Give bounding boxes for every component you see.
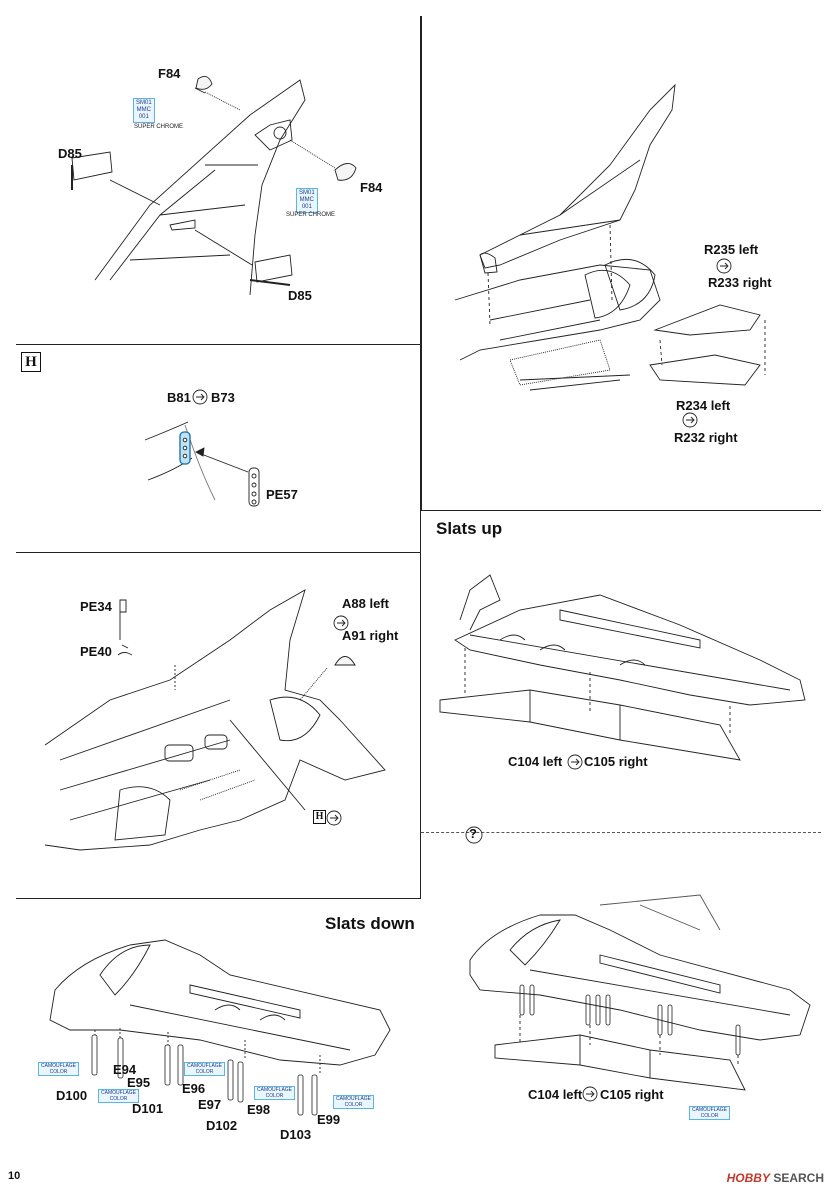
- camo-l2: COLOR: [344, 1102, 363, 1108]
- paint-num: 001: [138, 114, 149, 120]
- slats-down-right-drawing: [465, 826, 811, 1102]
- part-d101: D101: [132, 1101, 164, 1116]
- camo-l1: CAMOUFLAGE: [41, 1063, 77, 1069]
- camo-l1: CAMOUFLAGE: [336, 1096, 372, 1102]
- part-e96: E96: [182, 1081, 206, 1096]
- camo-l1: CAMOUFLAGE: [692, 1107, 728, 1113]
- paint-desc-top: SUPER CHROME: [134, 124, 184, 130]
- panel-h-border: [16, 344, 421, 553]
- part-e99: E99: [317, 1112, 341, 1127]
- part-a88: A88 left: [342, 596, 389, 611]
- camo-l1: CAMOUFLAGE: [257, 1087, 293, 1093]
- part-d103: D103: [280, 1127, 312, 1142]
- part-r235: R235 left: [704, 242, 759, 257]
- step-h-badge: H: [21, 352, 41, 372]
- dashed-divider: [421, 832, 821, 833]
- part-d100: D100: [56, 1088, 88, 1103]
- paint-num: 001: [301, 204, 312, 210]
- page-number: 10: [8, 1170, 21, 1182]
- panel-top-left-border: [16, 16, 421, 345]
- part-r232: R232 right: [674, 430, 738, 445]
- part-c104-up: C104 left: [508, 754, 563, 769]
- paint-name: MMC: [299, 197, 315, 203]
- watermark: HOBBY SEARCH: [727, 1171, 824, 1185]
- part-pe57: PE57: [266, 487, 298, 502]
- watermark-brand: HOBBY: [726, 1171, 770, 1185]
- panel-mid-left-border: [16, 552, 421, 899]
- camo-l2: COLOR: [265, 1093, 284, 1099]
- part-c104-down: C104 left: [528, 1087, 583, 1102]
- part-pe34: PE34: [80, 599, 112, 614]
- camo-l1: CAMOUFLAGE: [101, 1090, 137, 1096]
- part-pe40: PE40: [80, 644, 112, 659]
- camo-l1: CAMOUFLAGE: [187, 1063, 223, 1069]
- paint-name: MMC: [136, 107, 152, 113]
- slats-up-drawing: [439, 574, 806, 770]
- part-d85-top: D85: [58, 146, 82, 161]
- camo-l2: COLOR: [195, 1069, 214, 1075]
- part-r234: R234 left: [676, 398, 731, 413]
- slats-up-title: Slats up: [436, 519, 503, 538]
- watermark-suffix: SEARCH: [773, 1171, 824, 1185]
- panel-top-right-bottom-border: [421, 510, 821, 511]
- paint-code: SM01: [136, 100, 152, 106]
- part-b73: B73: [211, 390, 235, 405]
- ref-h-badge: H: [313, 810, 326, 824]
- slats-down-title: Slats down: [325, 914, 415, 933]
- part-b81: B81: [167, 390, 191, 405]
- camo-l2: COLOR: [49, 1069, 68, 1075]
- camo-l2: COLOR: [700, 1113, 719, 1119]
- paint-code: SM01: [299, 190, 315, 196]
- slats-down-left-drawing: [49, 939, 391, 1116]
- part-e98: E98: [247, 1102, 271, 1117]
- part-r233: R233 right: [708, 275, 772, 290]
- camo-l2: COLOR: [109, 1096, 128, 1102]
- part-c105-up: C105 right: [584, 754, 648, 769]
- part-c105-down: C105 right: [600, 1087, 664, 1102]
- aircraft-rear-mid-left: [44, 589, 386, 851]
- fin-engine-top-right: [454, 83, 766, 428]
- part-a91: A91 right: [342, 628, 399, 643]
- panel-right-column-border: [421, 16, 422, 510]
- paint-desc-right: SUPER CHROME: [286, 212, 336, 218]
- part-f84-top: F84: [158, 66, 181, 81]
- part-e94: E94: [113, 1062, 137, 1077]
- tail-fin-top-left: [71, 75, 357, 296]
- part-d102: D102: [206, 1118, 238, 1133]
- part-f84-right: F84: [360, 180, 383, 195]
- question-mark: ?: [469, 826, 477, 841]
- panel-h-drawing: [144, 389, 260, 507]
- part-e95: E95: [127, 1075, 151, 1090]
- part-d85-bottom: D85: [288, 288, 312, 303]
- part-e97: E97: [198, 1097, 222, 1112]
